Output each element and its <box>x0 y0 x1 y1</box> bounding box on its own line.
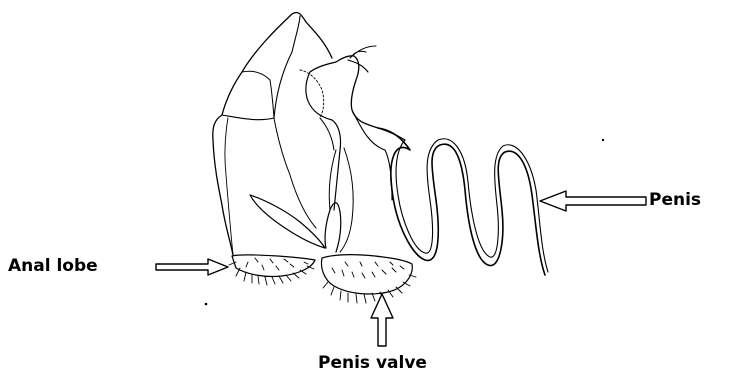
central-process <box>306 72 341 210</box>
valve-stalk <box>340 148 353 252</box>
penis-valve-bristles <box>323 262 416 303</box>
anal-lobe-label: Anal lobe <box>8 258 98 275</box>
body-inner-line <box>300 70 324 118</box>
anal-lobe-arrow <box>156 259 228 275</box>
body-inner-line <box>242 71 274 118</box>
valve-stalk <box>325 203 341 252</box>
lateral-lobe <box>250 195 325 248</box>
body-right-margin <box>352 110 392 200</box>
bristle <box>352 51 366 56</box>
body-inner-line <box>274 118 316 228</box>
body-inner-line <box>222 16 300 120</box>
speck <box>205 303 207 305</box>
penis-valve-shape <box>322 255 413 294</box>
penis-coil <box>396 139 548 272</box>
penis-arrow <box>540 191 646 211</box>
penis-coil <box>378 128 545 275</box>
anal-lobe-shape <box>232 255 315 277</box>
central-process <box>310 56 405 140</box>
body-inner-line <box>225 118 233 255</box>
central-process <box>320 118 334 150</box>
penis-label: Penis <box>649 192 701 209</box>
speck <box>602 139 603 140</box>
penis-valve-label: Penis valve <box>318 355 427 372</box>
penis-valve-arrow <box>371 294 393 346</box>
